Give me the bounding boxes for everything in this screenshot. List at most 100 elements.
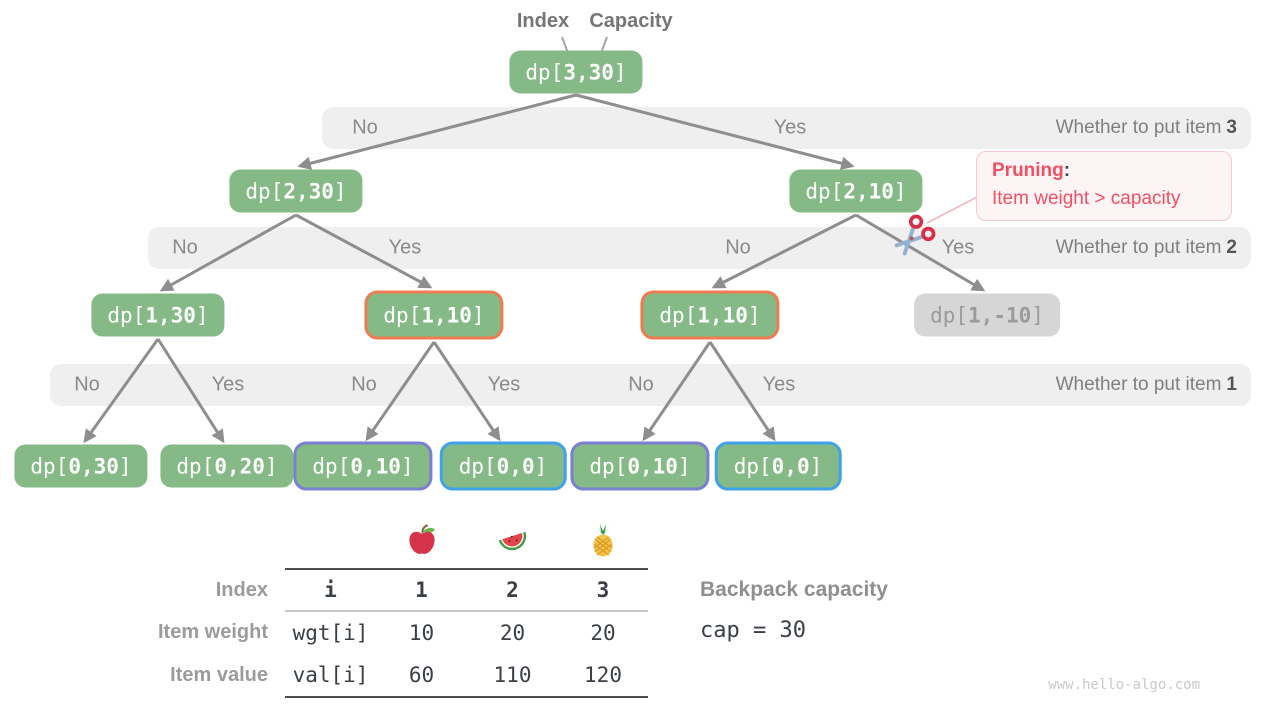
table-cell: 110 — [467, 654, 558, 698]
table-cell: 120 — [558, 654, 648, 698]
node-label-prefix: dp[ — [383, 303, 422, 327]
node-label-values: 1,30 — [145, 303, 196, 327]
tree-node-dp-1-30: dp[1,30] — [91, 293, 225, 337]
node-label-values: 0,30 — [68, 454, 119, 478]
pineapple-icon — [558, 516, 648, 569]
branch-label: Yes — [941, 236, 975, 259]
band-question-item-number: 2 — [1226, 237, 1237, 258]
node-label-prefix: dp[ — [930, 303, 969, 327]
table-cell: 10 — [376, 610, 467, 654]
node-label-values: 0,0 — [771, 454, 810, 478]
node-label-prefix: dp[ — [589, 454, 628, 478]
tree-node-dp-0-0: dp[0,0] — [439, 441, 567, 491]
node-label-prefix: dp[ — [312, 454, 351, 478]
node-label-values: 0,0 — [496, 454, 535, 478]
node-label-suffix: ] — [264, 454, 278, 478]
tree-node-dp-1-10: dp[1,10] — [364, 290, 504, 340]
backpack-capacity-value: cap = 30 — [700, 618, 806, 643]
branch-label: Yes — [487, 373, 521, 396]
node-label-prefix: dp[ — [458, 454, 497, 478]
fruit-icons-row — [145, 516, 648, 569]
pruning-connector-line — [926, 196, 978, 224]
node-label-prefix: dp[ — [245, 179, 284, 203]
node-label-values: 0,10 — [350, 454, 401, 478]
apple-icon — [376, 516, 467, 569]
table-cell: 20 — [558, 610, 648, 654]
node-label-suffix: ] — [333, 179, 347, 203]
node-label-prefix: dp[ — [805, 179, 844, 203]
table-row-header: Index — [215, 578, 268, 601]
tree-node-dp-1-10: dp[1,-10] — [914, 293, 1060, 337]
node-label-suffix: ] — [613, 60, 627, 84]
node-label-values: 0,10 — [627, 454, 678, 478]
node-label-values: 1,-10 — [968, 303, 1032, 327]
node-label-suffix: ] — [471, 303, 485, 327]
node-label-prefix: dp[ — [176, 454, 215, 478]
pruning-reason: Item weight > capacity — [992, 188, 1181, 209]
index-header-label: Index — [516, 10, 570, 32]
node-label-suffix: ] — [534, 454, 548, 478]
watermelon-icon — [467, 516, 558, 569]
table-cell: 20 — [467, 610, 558, 654]
tree-node-dp-2-10: dp[2,10] — [789, 169, 923, 213]
node-label-prefix: dp[ — [525, 60, 564, 84]
tree-node-dp-0-20: dp[0,20] — [160, 444, 294, 488]
table-cell: 2 — [467, 568, 558, 611]
node-label-values: 2,10 — [843, 179, 894, 203]
branch-label: No — [74, 373, 100, 396]
node-label-values: 2,30 — [283, 179, 334, 203]
node-label-prefix: dp[ — [733, 454, 772, 478]
branch-label: No — [351, 373, 377, 396]
node-label-prefix: dp[ — [659, 303, 698, 327]
band-question-text: Whether to put item — [1055, 374, 1222, 395]
table-cell: wgt[i] — [285, 610, 376, 654]
node-label-suffix: ] — [809, 454, 823, 478]
tree-node-dp-3-30: dp[3,30] — [509, 50, 643, 94]
node-label-suffix: ] — [677, 454, 691, 478]
branch-label: No — [628, 373, 654, 396]
node-label-prefix: dp[ — [107, 303, 146, 327]
pruning-annotation: Pruning: Item weight > capacity — [976, 151, 1232, 221]
node-label-prefix: dp[ — [30, 454, 69, 478]
tree-node-dp-0-0: dp[0,0] — [714, 441, 842, 491]
node-label-values: 3,30 — [563, 60, 614, 84]
tree-node-dp-2-30: dp[2,30] — [229, 169, 363, 213]
capacity-header-label: Capacity — [589, 10, 673, 32]
node-label-values: 0,20 — [214, 454, 265, 478]
table-row-header: Item value — [170, 664, 268, 686]
node-label-values: 1,10 — [697, 303, 748, 327]
band-question-item-number: 1 — [1226, 374, 1237, 395]
tree-node-dp-0-30: dp[0,30] — [14, 444, 148, 488]
node-label-suffix: ] — [118, 454, 132, 478]
branch-label: No — [725, 236, 751, 259]
node-label-suffix: ] — [893, 179, 907, 203]
table-cell-empty — [285, 516, 376, 569]
watermark: www.hello-algo.com — [1048, 677, 1200, 693]
branch-label: Yes — [773, 116, 807, 139]
branch-label: Yes — [388, 236, 422, 259]
tree-node-dp-0-10: dp[0,10] — [570, 441, 710, 491]
table-cell: 60 — [376, 654, 467, 698]
table-row-header: Item weight — [157, 621, 268, 643]
pruning-title: Pruning: — [992, 160, 1071, 181]
band-question-item-number: 3 — [1226, 117, 1237, 138]
backpack-capacity-label: Backpack capacity — [700, 578, 888, 601]
table-cell: val[i] — [285, 654, 376, 698]
table-cell: 1 — [376, 568, 467, 611]
node-label-suffix: ] — [1031, 303, 1044, 327]
band-question-text: Whether to put item — [1055, 117, 1222, 138]
band-question-text: Whether to put item — [1055, 237, 1222, 258]
table-cell-empty — [145, 516, 285, 569]
node-label-values: 1,10 — [421, 303, 472, 327]
